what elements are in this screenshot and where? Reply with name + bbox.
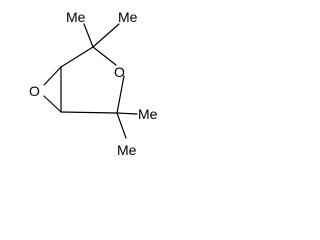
methyl-upper-right-label: Me bbox=[118, 9, 138, 25]
bond-methyl-upper-right bbox=[92, 23, 120, 48]
chemical-structure-diagram: O O Me Me Me Me bbox=[29, 9, 158, 158]
bond-epoxide-ctop-o bbox=[43, 66, 62, 86]
atom-labels: O O Me Me Me Me bbox=[29, 9, 158, 158]
bond-ctop-cq-top bbox=[60, 46, 94, 68]
bond-cq-top-ring-o bbox=[92, 46, 117, 66]
methyl-upper-left-label: Me bbox=[66, 9, 86, 25]
epoxide-oxygen-label: O bbox=[29, 83, 40, 99]
ring-oxygen-label: O bbox=[114, 64, 125, 80]
bond-methyl-right bbox=[116, 112, 138, 115]
bond-ring-o-cq-bottom bbox=[116, 75, 125, 114]
bond-epoxide-cbottom-o bbox=[43, 95, 62, 113]
bonds bbox=[43, 23, 138, 139]
bond-methyl-upper-left bbox=[83, 23, 94, 48]
bond-methyl-bottom bbox=[116, 112, 127, 139]
methyl-right-label: Me bbox=[138, 106, 158, 122]
bond-cq-bottom-cbottom bbox=[60, 111, 118, 114]
methyl-bottom-label: Me bbox=[117, 142, 137, 158]
